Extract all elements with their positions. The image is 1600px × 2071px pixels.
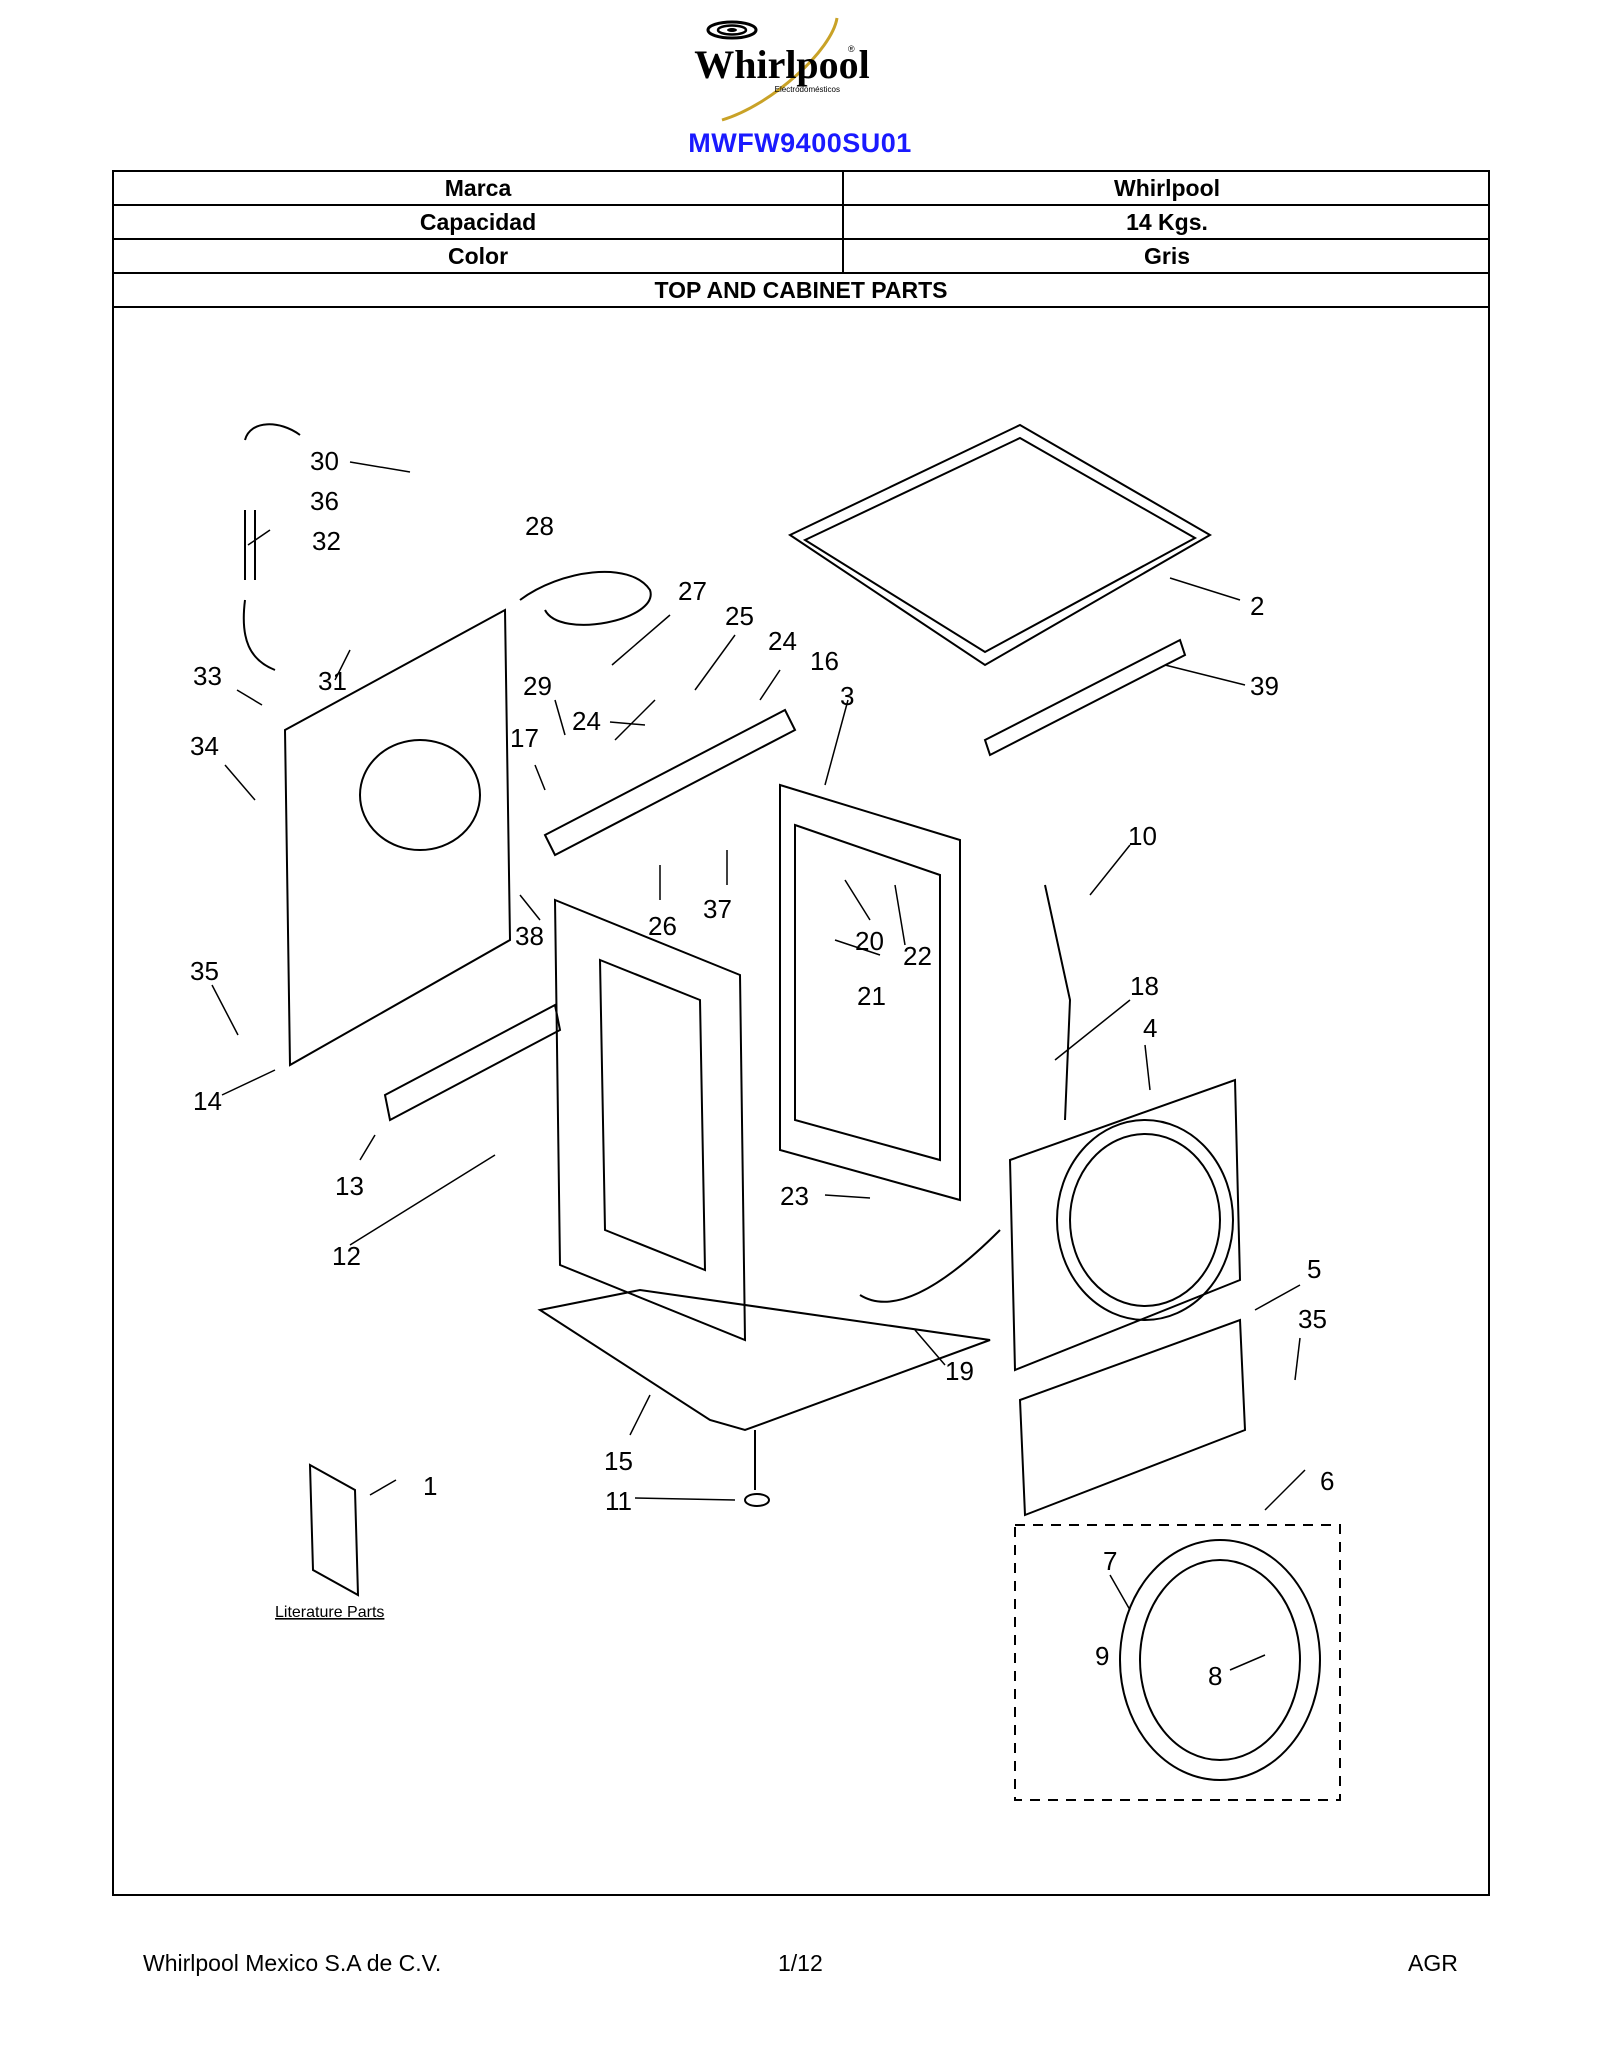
model-number: MWFW9400SU01 [688,128,912,158]
callout-8: 8 [1208,1661,1222,1691]
logo-subtext: Electrodomésticos [775,85,840,94]
spec-value: Gris [1143,243,1191,269]
spec-label: Marca [114,172,844,204]
ring-group-box [1014,1524,1341,1801]
callout-35b: 35 [1298,1304,1327,1334]
callout-9: 9 [1095,1641,1109,1671]
callout-35: 35 [190,956,219,986]
whirlpool-logo: Whirlpool ® Electrodomésticos [694,17,870,122]
callout-12: 12 [332,1241,361,1271]
callout-29: 29 [523,671,552,701]
front-panel [1008,1078,1242,1372]
callout-5: 5 [1307,1254,1321,1284]
callout-18: 18 [1130,971,1159,1001]
callout-24b: 24 [572,706,601,736]
callout-3: 3 [840,681,854,711]
rear-panel-opening [359,739,481,851]
callout-24: 24 [768,626,797,656]
bellows-ring [1119,1539,1321,1781]
callout-22: 22 [903,941,932,971]
callout-39: 39 [1250,671,1279,701]
callout-31: 31 [318,666,347,696]
callout-27: 27 [678,576,707,606]
spec-label: Capacidad [114,206,844,238]
spec-row: Marca Whirlpool [114,172,1488,206]
spec-value: 14 Kgs. [1126,209,1208,235]
spec-row: Color Gris [114,240,1488,274]
section-title-row: TOP AND CABINET PARTS [114,274,1488,308]
callout-10: 10 [1128,821,1157,851]
spec-value: Whirlpool [1113,175,1221,201]
bracket-16 [543,708,797,857]
top-cover [787,423,1212,667]
section-title: TOP AND CABINET PARTS [654,277,948,303]
cabinet-side [553,898,747,1342]
callout-17: 17 [510,723,539,753]
callout-11: 11 [605,1486,632,1516]
callout-14: 14 [193,1086,222,1116]
literature-parts-label: Literature Parts [275,1604,384,1621]
cabinet-back [779,783,961,1202]
callout-28: 28 [525,511,554,541]
callout-32: 32 [312,526,341,556]
literature-book [308,1463,360,1597]
inlet-hose [244,510,256,580]
wire-harness [1044,884,1072,1121]
base [537,1288,991,1432]
spec-row: Capacidad 14 Kgs. [114,206,1488,240]
logo-text: Whirlpool [694,42,870,87]
bracket [383,1003,562,1122]
callout-23: 23 [780,1181,809,1211]
cord-end [244,423,301,441]
callout-19: 19 [945,1356,974,1386]
callout-2: 2 [1250,591,1264,621]
callout-25: 25 [725,601,754,631]
callout-6: 6 [1320,1466,1334,1496]
power-cord [519,570,652,626]
callout-16: 16 [810,646,839,676]
footer-page: 1/12 [778,1950,823,1976]
callout-21: 21 [857,981,886,1011]
callout-38: 38 [515,921,544,951]
callout-36: 36 [310,486,339,516]
svg-text:®: ® [848,44,855,54]
drain-hose [242,599,276,671]
callout-30: 30 [310,446,339,476]
callout-26: 26 [648,911,677,941]
callout-15: 15 [604,1446,633,1476]
wire-harness-19 [859,1229,1001,1303]
rear-panel [283,608,512,1067]
callout-33: 33 [193,661,222,691]
callout-34: 34 [190,731,219,761]
toe-panel [1018,1318,1247,1517]
callout-4: 4 [1143,1013,1157,1043]
callout-7: 7 [1103,1546,1117,1576]
callout-20: 20 [855,926,884,956]
callout-1: 1 [423,1471,437,1501]
callout-37: 37 [703,894,732,924]
door-ring [1056,1119,1234,1321]
footer-code: AGR [1408,1950,1458,1976]
parts-sheet: Marca Whirlpool Capacidad 14 Kgs. Color … [112,170,1490,1896]
callout-13: 13 [335,1171,364,1201]
spec-label: Color [114,240,844,272]
footer-company: Whirlpool Mexico S.A de C.V. [143,1950,442,1976]
brace [983,638,1187,757]
